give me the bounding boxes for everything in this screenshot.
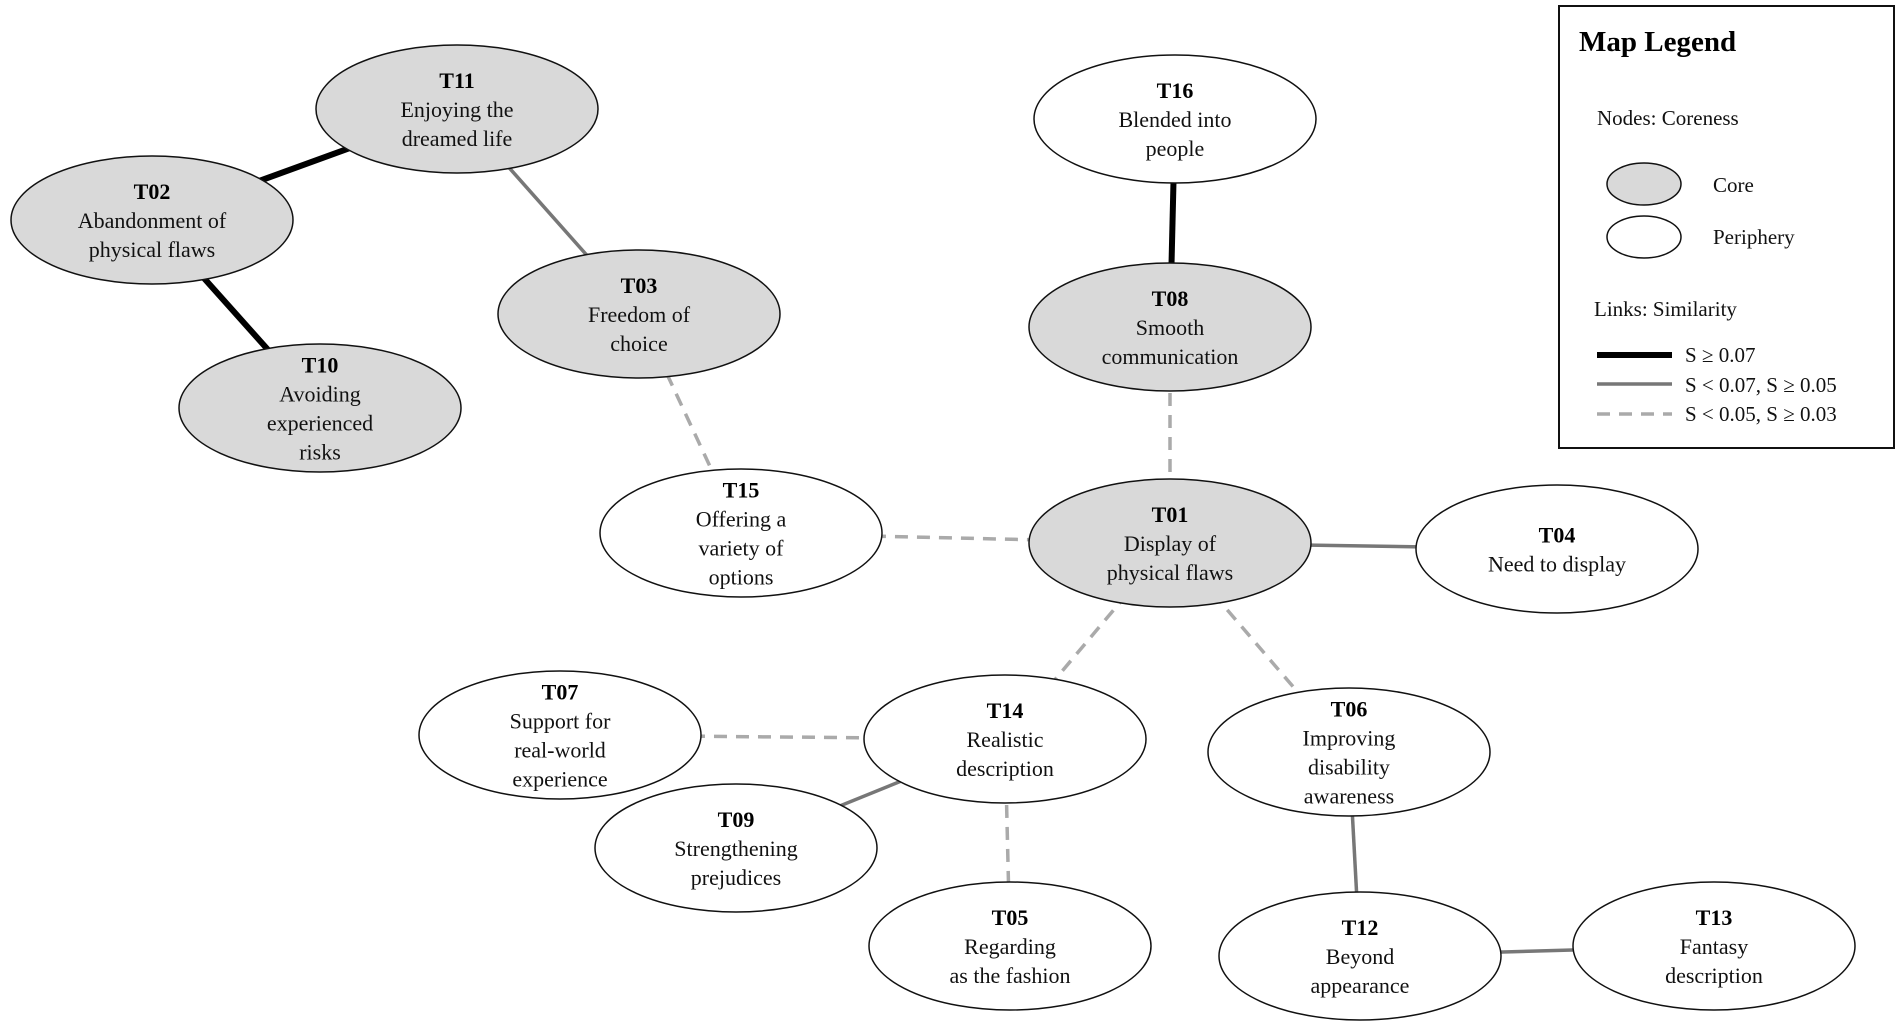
- node-ellipse: [594, 783, 878, 913]
- node-text-line: Smooth: [1136, 315, 1204, 340]
- node-text-line: physical flaws: [89, 237, 215, 262]
- legend-periphery-swatch: [1606, 215, 1682, 259]
- node-ellipse: [1207, 687, 1491, 817]
- node-ellipse: [178, 343, 462, 473]
- node-ellipse: [1415, 484, 1699, 614]
- node-text-line: Realistic: [967, 727, 1044, 752]
- node-id-label: T08: [1152, 286, 1189, 311]
- node-text-line: Freedom of: [588, 302, 691, 327]
- node-ellipse: [1572, 881, 1856, 1011]
- legend-core-label: Core: [1713, 173, 1754, 197]
- node-ellipse: [868, 881, 1152, 1011]
- node-ellipse: [10, 155, 294, 285]
- node-text-line: Enjoying the: [400, 97, 513, 122]
- node-text-line: people: [1146, 136, 1205, 161]
- node-text-line: Abandonment of: [78, 208, 227, 233]
- legend-title: Map Legend: [1579, 26, 1736, 58]
- node-id-label: T16: [1157, 78, 1194, 103]
- node-text-line: Avoiding: [279, 382, 360, 407]
- node-id-label: T13: [1696, 905, 1733, 930]
- legend-weak-label: S < 0.05, S ≥ 0.03: [1685, 402, 1837, 426]
- node-text-line: Regarding: [964, 934, 1056, 959]
- node-text-line: choice: [610, 331, 667, 356]
- legend-strong-label: S ≥ 0.07: [1685, 343, 1755, 367]
- node-text-line: disability: [1308, 755, 1390, 780]
- legend-core-swatch: [1606, 162, 1682, 206]
- node-id-label: T07: [542, 680, 579, 705]
- node-id-label: T04: [1539, 523, 1576, 548]
- node-text-line: awareness: [1304, 784, 1394, 809]
- node-id-label: T09: [718, 807, 755, 832]
- node-text-line: prejudices: [691, 865, 781, 890]
- node-text-line: Strengthening: [674, 836, 797, 861]
- node-text-line: Support for: [510, 709, 612, 734]
- legend-medium-label: S < 0.07, S ≥ 0.05: [1685, 373, 1837, 397]
- node-text-line: experienced: [267, 411, 373, 436]
- node-id-label: T03: [621, 273, 658, 298]
- node-id-label: T02: [134, 179, 171, 204]
- map-legend: Map Legend Nodes: Coreness Core Peripher…: [1558, 5, 1895, 449]
- node-ellipse: [863, 674, 1147, 804]
- node-ellipse: [1028, 262, 1312, 392]
- node-id-label: T11: [439, 68, 474, 93]
- node-text-line: description: [956, 756, 1054, 781]
- node-text-line: real-world: [514, 738, 606, 763]
- node-id-label: T12: [1342, 915, 1379, 940]
- node-id-label: T01: [1152, 502, 1189, 527]
- node-id-label: T10: [302, 353, 339, 378]
- legend-nodes-heading: Nodes: Coreness: [1597, 106, 1739, 130]
- node-ellipse: [418, 670, 702, 800]
- node-text-line: risks: [299, 440, 341, 465]
- node-ellipse: [497, 249, 781, 379]
- node-id-label: T06: [1331, 697, 1368, 722]
- node-ellipse: [1218, 891, 1502, 1021]
- node-text-line: appearance: [1311, 973, 1410, 998]
- node-ellipse: [315, 44, 599, 174]
- node-text-line: Beyond: [1326, 944, 1394, 969]
- node-text-line: as the fashion: [950, 963, 1071, 988]
- node-ellipse: [1028, 478, 1312, 608]
- node-text-line: Need to display: [1488, 552, 1626, 577]
- legend-links-heading: Links: Similarity: [1594, 297, 1737, 321]
- node-ellipse: [1033, 54, 1317, 184]
- node-id-label: T15: [723, 478, 760, 503]
- node-text-line: variety of: [699, 536, 785, 561]
- node-id-label: T05: [992, 905, 1029, 930]
- node-text-line: Offering a: [696, 507, 787, 532]
- node-text-line: communication: [1102, 344, 1239, 369]
- node-text-line: description: [1665, 963, 1763, 988]
- node-ellipse: [599, 468, 883, 598]
- node-text-line: Display of: [1124, 531, 1217, 556]
- node-id-label: T14: [987, 698, 1024, 723]
- node-text-line: Fantasy: [1680, 934, 1748, 959]
- node-text-line: options: [709, 565, 774, 590]
- node-text-line: Improving: [1303, 726, 1396, 751]
- node-text-line: Blended into: [1118, 107, 1231, 132]
- node-text-line: experience: [512, 767, 607, 792]
- node-text-line: dreamed life: [402, 126, 513, 151]
- legend-periphery-label: Periphery: [1713, 225, 1795, 249]
- node-text-line: physical flaws: [1107, 560, 1233, 585]
